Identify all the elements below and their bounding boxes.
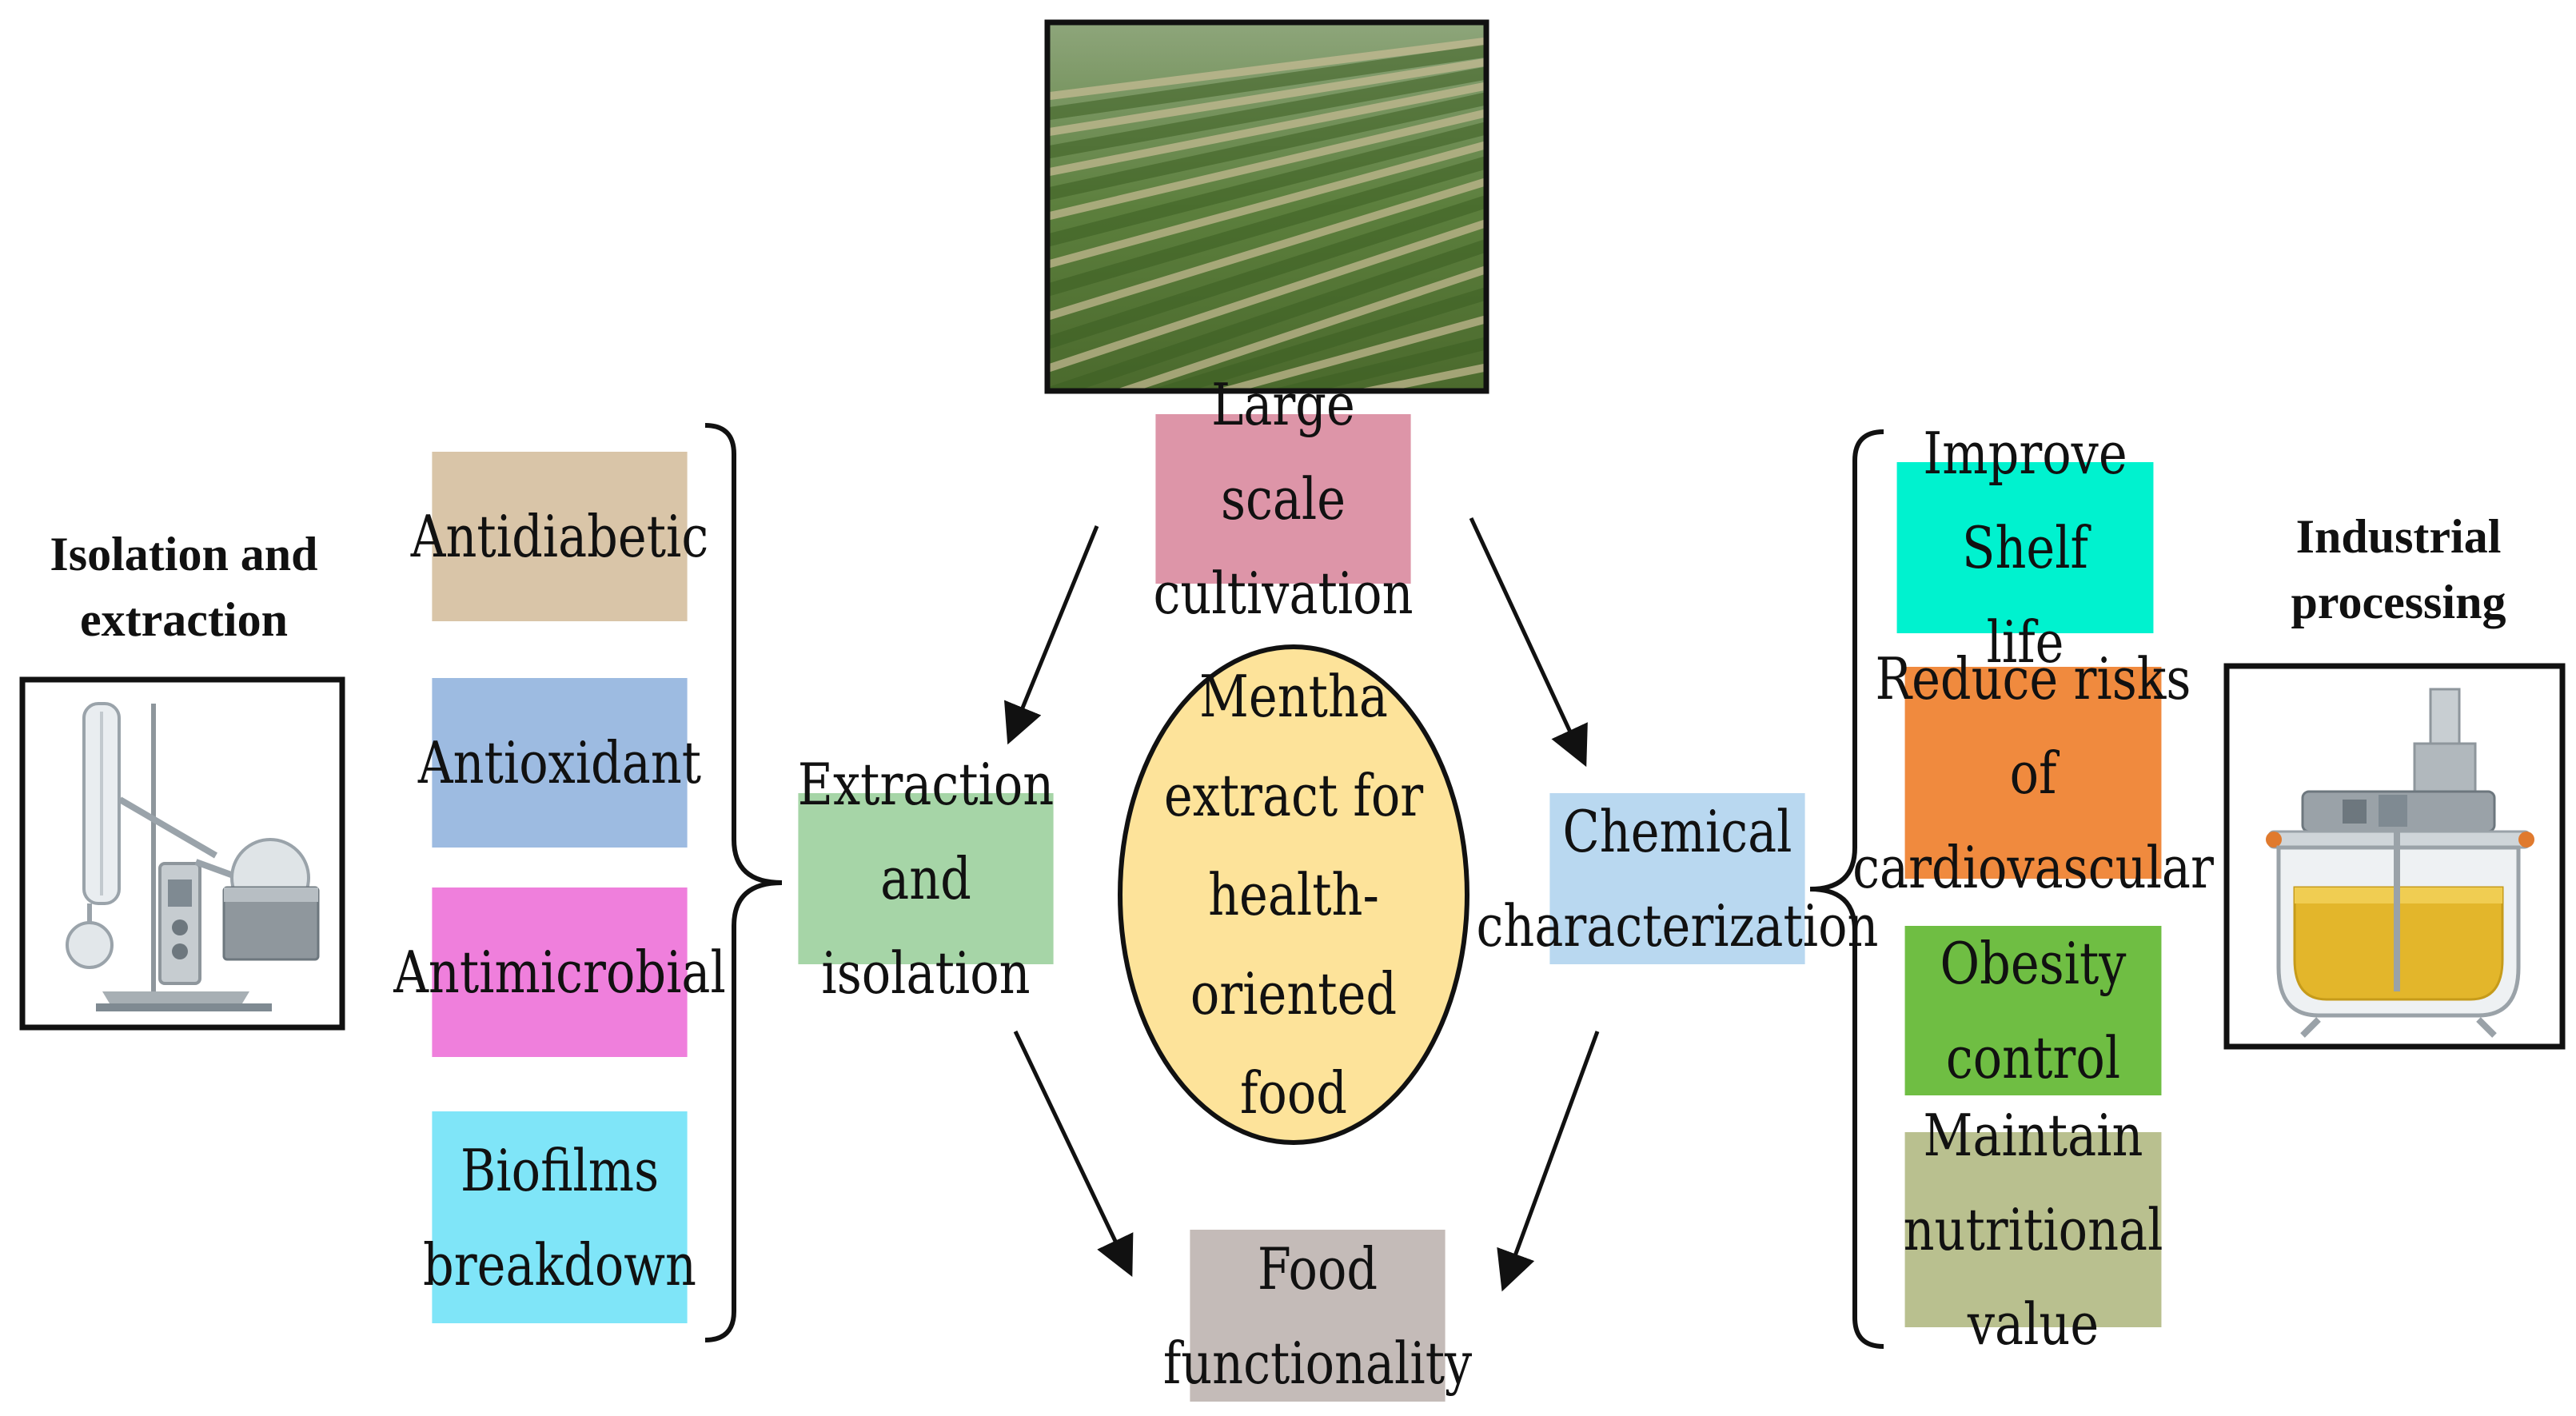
right-side-label-line1: Industrial — [2295, 510, 2502, 563]
right-side-label: Industrial processing — [2231, 504, 2566, 635]
right-box-chemical-characterization: Chemical characterization — [1476, 793, 1879, 964]
arrow-top-to-right — [1469, 517, 1588, 768]
left-item-line2: breakdown — [423, 1231, 696, 1298]
right-side-label-line2: processing — [2291, 576, 2506, 628]
bottom-box-line2: functionality — [1162, 1329, 1473, 1397]
right-item-line1: Maintain — [1923, 1102, 2143, 1169]
arrow-top-to-left — [1004, 525, 1099, 745]
left-box-line1: Extraction and — [797, 751, 1055, 912]
bottom-box-line1: Food — [1257, 1235, 1378, 1302]
center-oval-text: Mentha extract for health- oriented food — [1163, 663, 1424, 1127]
left-side-label-line1: Isolation and — [50, 528, 318, 580]
left-item-line1: Antioxidant — [417, 729, 702, 796]
right-item-line1: Improve Shelf — [1923, 420, 2127, 581]
right-box-line2: characterization — [1476, 892, 1879, 959]
right-item-line2: life — [1986, 608, 2064, 676]
right-item-line1: Reduce risks of — [1875, 644, 2191, 807]
left-bracket — [704, 423, 783, 1342]
right-item-line2: nutritional value — [1903, 1196, 2163, 1358]
right-item-maintain-nutritional-value: Maintain nutritional value — [1904, 1102, 2163, 1358]
left-item-antidiabetic: Antidiabetic — [411, 452, 708, 621]
right-item-obesity-control: Obesity control — [1904, 926, 2162, 1095]
left-item-line1: Antimicrobial — [393, 939, 726, 1006]
left-item-line1: Biofilms — [460, 1136, 660, 1204]
right-item-improve-shelf-life: Improve Shelf life — [1896, 420, 2154, 676]
center-oval: Mentha extract for health- oriented food — [1118, 644, 1469, 1145]
left-item-biofilms-breakdown: Biofilms breakdown — [423, 1111, 696, 1323]
left-item-antioxidant: Antioxidant — [418, 678, 701, 848]
left-box-line2: isolation — [821, 939, 1031, 1007]
left-box-extraction-isolation: Extraction and isolation — [798, 751, 1054, 1007]
left-side-label: Isolation and extraction — [16, 521, 352, 652]
right-bracket — [1809, 429, 1884, 1349]
rotary-evaporator-icon — [19, 676, 345, 1031]
crop-field-photo-icon — [1044, 19, 1489, 394]
right-item-line2: cardiovascular — [1852, 833, 2214, 901]
bottom-box-food-functionality: Food functionality — [1163, 1230, 1472, 1402]
arrow-left-to-bottom — [1013, 1030, 1134, 1278]
arrow-right-to-bottom — [1497, 1031, 1600, 1292]
industrial-reactor-icon — [2223, 663, 2566, 1050]
right-box-line1: Chemical — [1562, 798, 1792, 865]
top-box-line1: Large scale — [1211, 371, 1355, 532]
left-side-label-line2: extraction — [80, 593, 288, 646]
left-item-antimicrobial: Antimicrobial — [393, 887, 726, 1057]
top-box-large-scale-cultivation: Large scale cultivation — [1153, 371, 1413, 627]
left-item-line1: Antidiabetic — [410, 503, 709, 570]
right-item-reduce-risks-cardiovascular: Reduce risks of cardiovascular — [1852, 645, 2214, 901]
top-box-line2: cultivation — [1153, 560, 1414, 627]
right-item-line1: Obesity control — [1940, 930, 2127, 1091]
